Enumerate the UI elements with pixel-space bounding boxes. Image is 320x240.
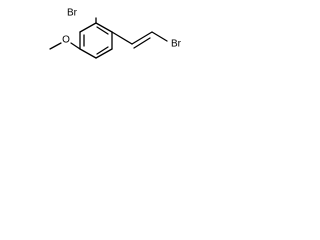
bond-ring-to-oxygen [70,42,81,50]
vinyl-double-bond-outer [131,31,153,45]
ring-bond-c4-c5 [95,22,113,33]
ring-inner-double-bond-3 [96,46,109,55]
vinyl-double-bond-inner [133,37,151,49]
ring-bond-c1-c2 [79,48,97,59]
structure-diagram: Br O Br [49,8,182,59]
ring-bond-c6-c1 [95,48,113,59]
bond-vinyl-to-bromine [151,31,168,42]
bromine-ring-label: Br [67,8,78,19]
substituents: Br O Br [49,8,182,50]
bond-ring-to-vinyl-carbon [111,31,133,45]
bromine-vinyl-label: Br [171,39,182,50]
bond-oxygen-to-methyl [49,42,62,50]
benzene-ring [79,22,113,59]
ring-inner-double-bond-2 [96,26,109,35]
ring-bond-c3-c4 [79,22,97,33]
oxygen-label: O [62,35,70,46]
